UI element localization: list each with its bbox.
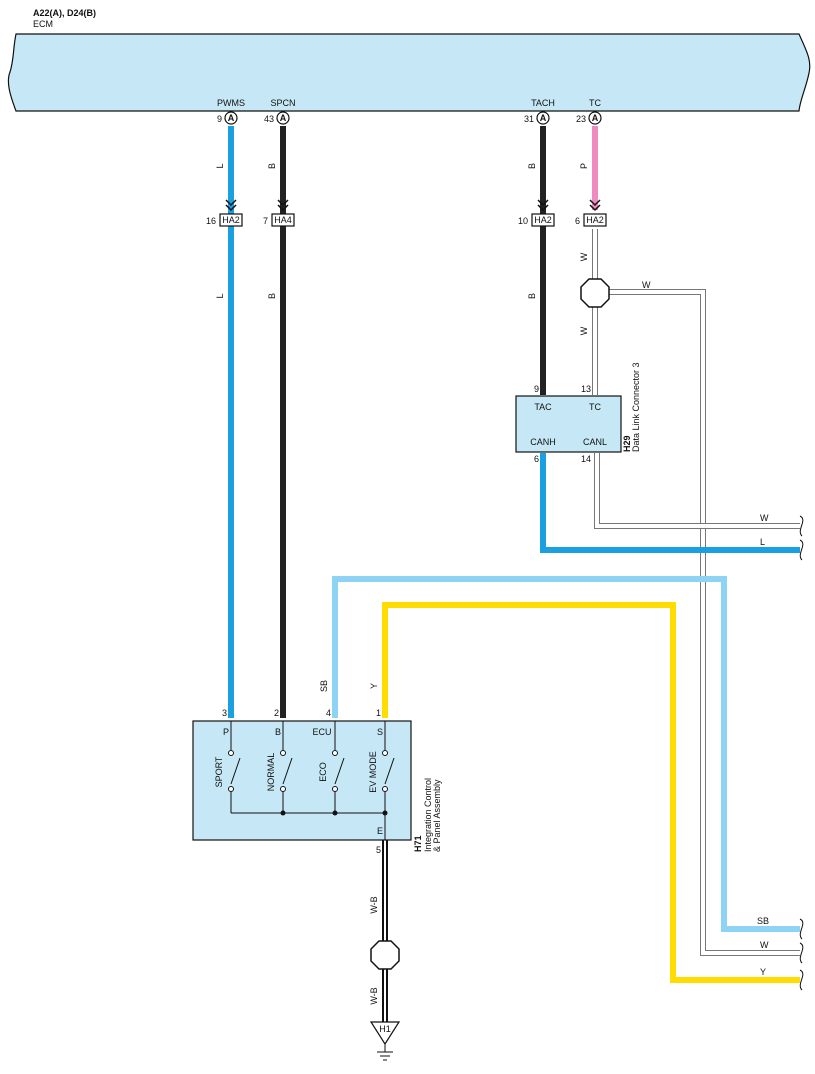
wire-label-ground-upper: W-B: [369, 896, 379, 913]
junction-label: HA4: [274, 215, 292, 225]
pin-name: PWMS: [217, 98, 245, 108]
wire-label-tc-upper: P: [579, 163, 589, 169]
splice-point-tc: [580, 278, 610, 308]
right-wire-label-sb: SB: [757, 916, 769, 926]
right-wire-label-w2: W: [760, 940, 769, 950]
junction-connector-1: HA2 16: [206, 199, 243, 227]
wire-label-ground-lower: W-B: [369, 987, 379, 1004]
wire-label-tc-branch: W: [642, 280, 651, 290]
dlc3-pin-number: 14: [581, 454, 591, 464]
junction-label: HA2: [222, 215, 240, 225]
switch-label-ev-mode: EV MODE: [368, 751, 378, 793]
panel-pin-label: B: [275, 727, 281, 737]
wire-canh-l: [540, 453, 800, 553]
dlc3-pin-label: TC: [589, 402, 601, 412]
wire-label-tc-mid: W: [579, 252, 589, 261]
pin-name: SPCN: [270, 98, 295, 108]
right-wire-label-y: Y: [760, 967, 766, 977]
junction-connector-3: HA2 10: [518, 199, 555, 227]
switch-label-eco: ECO: [318, 762, 328, 782]
pin-connector: A: [540, 113, 547, 123]
wire-ecu-sb: [332, 576, 800, 932]
junction-pin: 7: [263, 216, 268, 226]
junction-pin: 16: [206, 216, 216, 226]
pin-number: 23: [576, 114, 586, 124]
integration-panel: 3 2 4 1 P B ECU S: [192, 708, 412, 855]
ecm-pin-tc: TC A 23: [576, 98, 602, 125]
ecm-pin-spcn: SPCN A 43: [264, 98, 296, 125]
dlc3-pin-number: 13: [581, 384, 591, 394]
ecm-pin-pwms: PWMS A 9: [217, 98, 245, 125]
wire-w-branch: [595, 289, 800, 956]
wire-label-pwms-lower: L: [215, 293, 225, 298]
ecm-pin-tach: TACH A 31: [524, 98, 555, 125]
panel-pin-number: 3: [222, 708, 227, 718]
junction-label: HA2: [586, 215, 604, 225]
panel-title: H71 Integration Control & Panel Assembly: [413, 778, 442, 852]
ecm-label: ECM: [33, 19, 53, 29]
wire-label-ecu-sb: SB: [319, 680, 329, 692]
dlc3-name: Data Link Connector 3: [631, 362, 641, 452]
right-wire-label-l: L: [760, 537, 765, 547]
wire-s-y: [382, 602, 800, 983]
switch-label-sport: SPORT: [214, 756, 224, 787]
pin-number: 31: [524, 114, 534, 124]
panel-name-line1: Integration Control: [423, 778, 433, 852]
pin-name: TC: [589, 98, 601, 108]
panel-pin-label: S: [377, 727, 383, 737]
dlc3-title: H29 Data Link Connector 3: [622, 362, 641, 452]
dlc3-pin-label: CANH: [530, 437, 556, 447]
panel-pin-label: ECU: [312, 727, 331, 737]
panel-name-line2: & Panel Assembly: [432, 779, 442, 852]
wire-label-spcn-upper: B: [267, 163, 277, 169]
wire-canl-w: [594, 453, 800, 529]
wire-break-marks: [799, 515, 804, 991]
panel-pin-label: P: [223, 727, 229, 737]
junction-connector-4: HA2 6: [575, 199, 607, 227]
junction-pin: 10: [518, 216, 528, 226]
splice-point-ground: [370, 940, 400, 970]
dlc3-pin-number: 9: [534, 384, 539, 394]
ecm-block: [7, 33, 811, 112]
wire-label-tach-upper: B: [527, 163, 537, 169]
pin-number: 43: [264, 114, 274, 124]
ecm-connector-ref: A22(A), D24(B): [33, 8, 96, 18]
panel-pin-number: 2: [274, 708, 279, 718]
panel-pin-label: E: [377, 826, 383, 836]
wire-label-tc-lower: W: [579, 326, 589, 335]
wire-label-spcn-lower: B: [267, 293, 277, 299]
wire-label-tach-lower: B: [527, 293, 537, 299]
ground-label: H1: [379, 1024, 391, 1034]
junction-label: HA2: [534, 215, 552, 225]
pin-name: TACH: [531, 98, 555, 108]
panel-pin-number: 1: [376, 708, 381, 718]
dlc3-pin-label: TAC: [534, 402, 552, 412]
switch-label-normal: NORMAL: [266, 753, 276, 792]
dlc3-pin-label: CANL: [583, 437, 607, 447]
junction-connector-2: HA4 7: [263, 199, 295, 227]
wire-label-s-y: Y: [369, 683, 379, 689]
panel-pin-number: 5: [376, 845, 381, 855]
panel-id: H71: [413, 835, 423, 852]
pin-connector: A: [592, 113, 599, 123]
pin-connector: A: [228, 113, 235, 123]
junction-pin: 6: [575, 216, 580, 226]
dlc3-pin-number: 6: [534, 454, 539, 464]
dlc3-connector: 9 13 TAC TC CANH CANL 6 14: [515, 384, 622, 464]
ground-symbol: H1: [369, 1021, 401, 1061]
pin-connector: A: [280, 113, 287, 123]
wire-label-pwms-upper: L: [215, 163, 225, 168]
pin-number: 9: [217, 114, 222, 124]
panel-pin-number: 4: [326, 708, 331, 718]
dlc3-id: H29: [622, 435, 632, 452]
right-wire-label-w1: W: [760, 513, 769, 523]
